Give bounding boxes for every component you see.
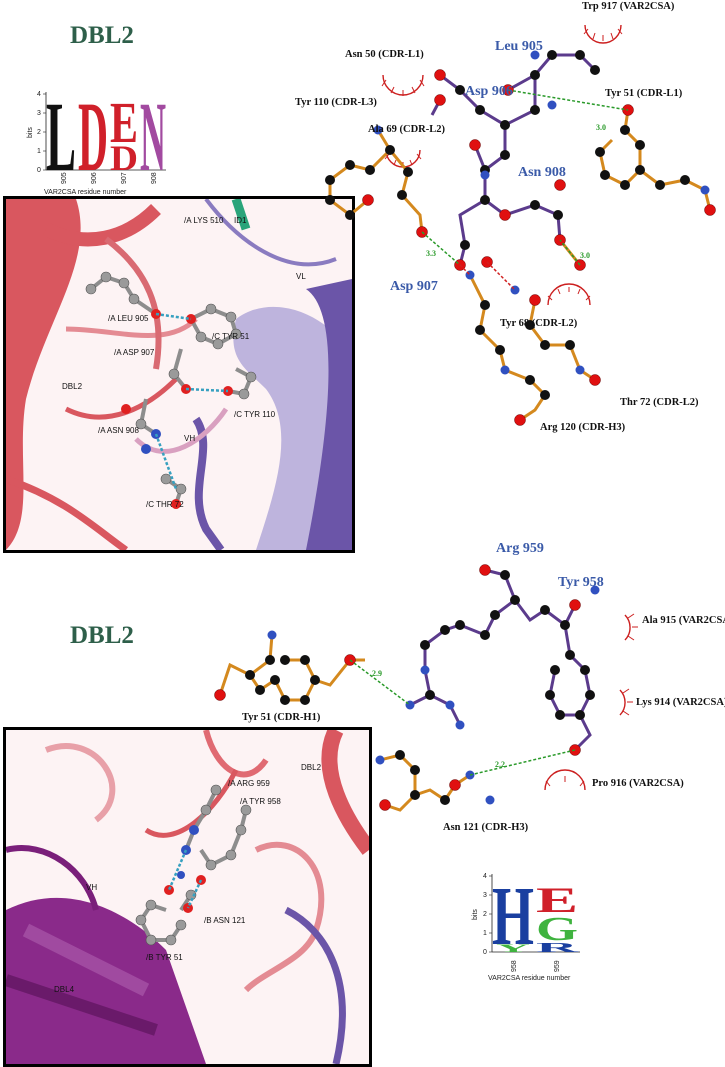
- logo-bottom-letter-Y: Y: [496, 941, 531, 955]
- label-arg959: /A ARG 959: [228, 779, 270, 788]
- logo-top-ytick: 1: [37, 148, 41, 155]
- label-asn908: /A ASN 908: [98, 426, 139, 435]
- label-vh-bottom: VH: [86, 883, 97, 892]
- residue-tyr958: Tyr 958: [558, 575, 604, 590]
- label-dbl2: DBL2: [62, 382, 83, 391]
- structure-top-render: /A LYS 510 ID1 VL /A LEU 905 /A ASP 907 …: [6, 199, 352, 550]
- logo-bottom-xtick: 959: [554, 960, 561, 972]
- logo-bottom-letter-H: H: [492, 870, 534, 963]
- logo-top-ytick: 2: [37, 129, 41, 136]
- sequence-logo-bottom: 0 1 2 3 4 bits H Y E G R 958 959: [472, 870, 582, 972]
- partner-arg120: Arg 120 (CDR-H3): [540, 422, 626, 433]
- structure-panel-bottom: DBL2 /A ARG 959 /A TYR 958 VH /B ASN 121…: [3, 727, 372, 1067]
- label-lys510: /A LYS 510: [184, 216, 224, 225]
- residue-asn908: Asn 908: [518, 165, 566, 180]
- logo-top-letter-N: N: [140, 86, 166, 190]
- structure-panel-top: /A LYS 510 ID1 VL /A LEU 905 /A ASP 907 …: [3, 196, 355, 553]
- logo-top-letter-D2: D: [110, 138, 138, 178]
- logo-top-xtick: 908: [151, 172, 158, 184]
- residue-asp906: Asp 906: [465, 84, 513, 99]
- logo-bottom-letter-G: G: [536, 911, 578, 948]
- logo-top-ytick: 4: [37, 91, 41, 98]
- logo-top-letter-E: E: [110, 90, 138, 155]
- structure-bottom-render: DBL2 /A ARG 959 /A TYR 958 VH /B ASN 121…: [6, 730, 369, 1064]
- label-vh: VH: [184, 434, 195, 443]
- label-thr72: /C THR 72: [146, 500, 184, 509]
- label-tyr110: /C TYR 110: [234, 410, 276, 419]
- label-asn121: /B ASN 121: [204, 916, 246, 925]
- logo-top-ytick: 0: [37, 167, 41, 174]
- logo-top-letter-L: L: [46, 86, 76, 190]
- partner-pro916: Pro 916 (VAR2CSA): [592, 778, 684, 789]
- logo-bottom-ylabel: bits: [472, 909, 479, 920]
- partner-thr72: Thr 72 (CDR-L2): [620, 397, 699, 408]
- logo-top-xlabel: VAR2CSA residue number: [44, 189, 127, 196]
- sequence-logo-top: 0 1 2 3 4 bits L D E D N 905 906 907 908: [27, 86, 166, 190]
- residue-arg959: Arg 959: [496, 541, 544, 556]
- distance-bottom-2: 2.2: [495, 760, 505, 769]
- label-tyr51: /C TYR 51: [212, 332, 250, 341]
- label-asp907: /A ASP 907: [114, 348, 155, 357]
- label-id1: ID1: [234, 216, 247, 225]
- partner-tyr51: Tyr 51 (CDR-L1): [605, 88, 683, 99]
- partner-ala915: Ala 915 (VAR2CSA): [642, 615, 725, 626]
- logo-bottom-ytick: 2: [483, 911, 487, 918]
- label-leu905: /A LEU 905: [108, 314, 149, 323]
- label-vl: VL: [296, 272, 306, 281]
- logo-bottom-letter-R: R: [536, 941, 582, 956]
- interaction-diagram-top: 3.0 3.3 3.0 Leu 905 Asp 906 Asn 908 Asp …: [295, 1, 716, 433]
- partner-asn121: Asn 121 (CDR-H3): [443, 822, 529, 833]
- distance-top-1: 3.0: [596, 123, 606, 132]
- logo-bottom-xlabel: VAR2CSA residue number: [488, 975, 571, 982]
- logo-bottom-ytick: 1: [483, 930, 487, 937]
- residue-asp907: Asp 907: [390, 279, 438, 294]
- partner-ala69: Ala 69 (CDR-L2): [368, 124, 445, 135]
- partner-tyr68: Tyr 68 (CDR-L2): [500, 318, 578, 329]
- logo-top-ylabel: bits: [27, 127, 34, 138]
- partner-asn50: Asn 50 (CDR-L1): [345, 49, 424, 60]
- residue-leu905: Leu 905: [495, 39, 543, 54]
- logo-top-letter-D: D: [78, 86, 108, 190]
- partner-tyr51-h1: Tyr 51 (CDR-H1): [242, 712, 321, 723]
- label-dbl2-bottom: DBL2: [301, 763, 322, 772]
- title-bottom: DBL2: [70, 622, 134, 649]
- logo-bottom-ytick: 4: [483, 873, 487, 880]
- partner-tyr110: Tyr 110 (CDR-L3): [295, 97, 377, 108]
- logo-bottom-ytick: 3: [483, 892, 487, 899]
- logo-top-ytick: 3: [37, 110, 41, 117]
- logo-bottom-xtick: 958: [511, 960, 518, 972]
- logo-bottom-ytick: 0: [483, 949, 487, 956]
- title-top: DBL2: [70, 22, 134, 49]
- partner-lys914: Lys 914 (VAR2CSA): [636, 697, 725, 708]
- label-dbl4: DBL4: [54, 985, 75, 994]
- distance-top-3: 3.0: [580, 251, 590, 260]
- logo-top-xtick: 906: [91, 172, 98, 184]
- logo-bottom-letter-E: E: [536, 880, 578, 920]
- logo-top-xtick: 907: [121, 172, 128, 184]
- partner-trp917: Trp 917 (VAR2CSA): [582, 1, 675, 12]
- label-tyr958: /A TYR 958: [240, 797, 281, 806]
- interaction-diagram-bottom: 2.9 2.2 Arg 959 Tyr 958 Ala 915 (VAR2CSA…: [214, 541, 725, 833]
- logo-top-xtick: 905: [61, 172, 68, 184]
- distance-top-2: 3.3: [426, 249, 436, 258]
- label-tyr51-bottom: /B TYR 51: [146, 953, 183, 962]
- distance-bottom-1: 2.9: [372, 669, 382, 678]
